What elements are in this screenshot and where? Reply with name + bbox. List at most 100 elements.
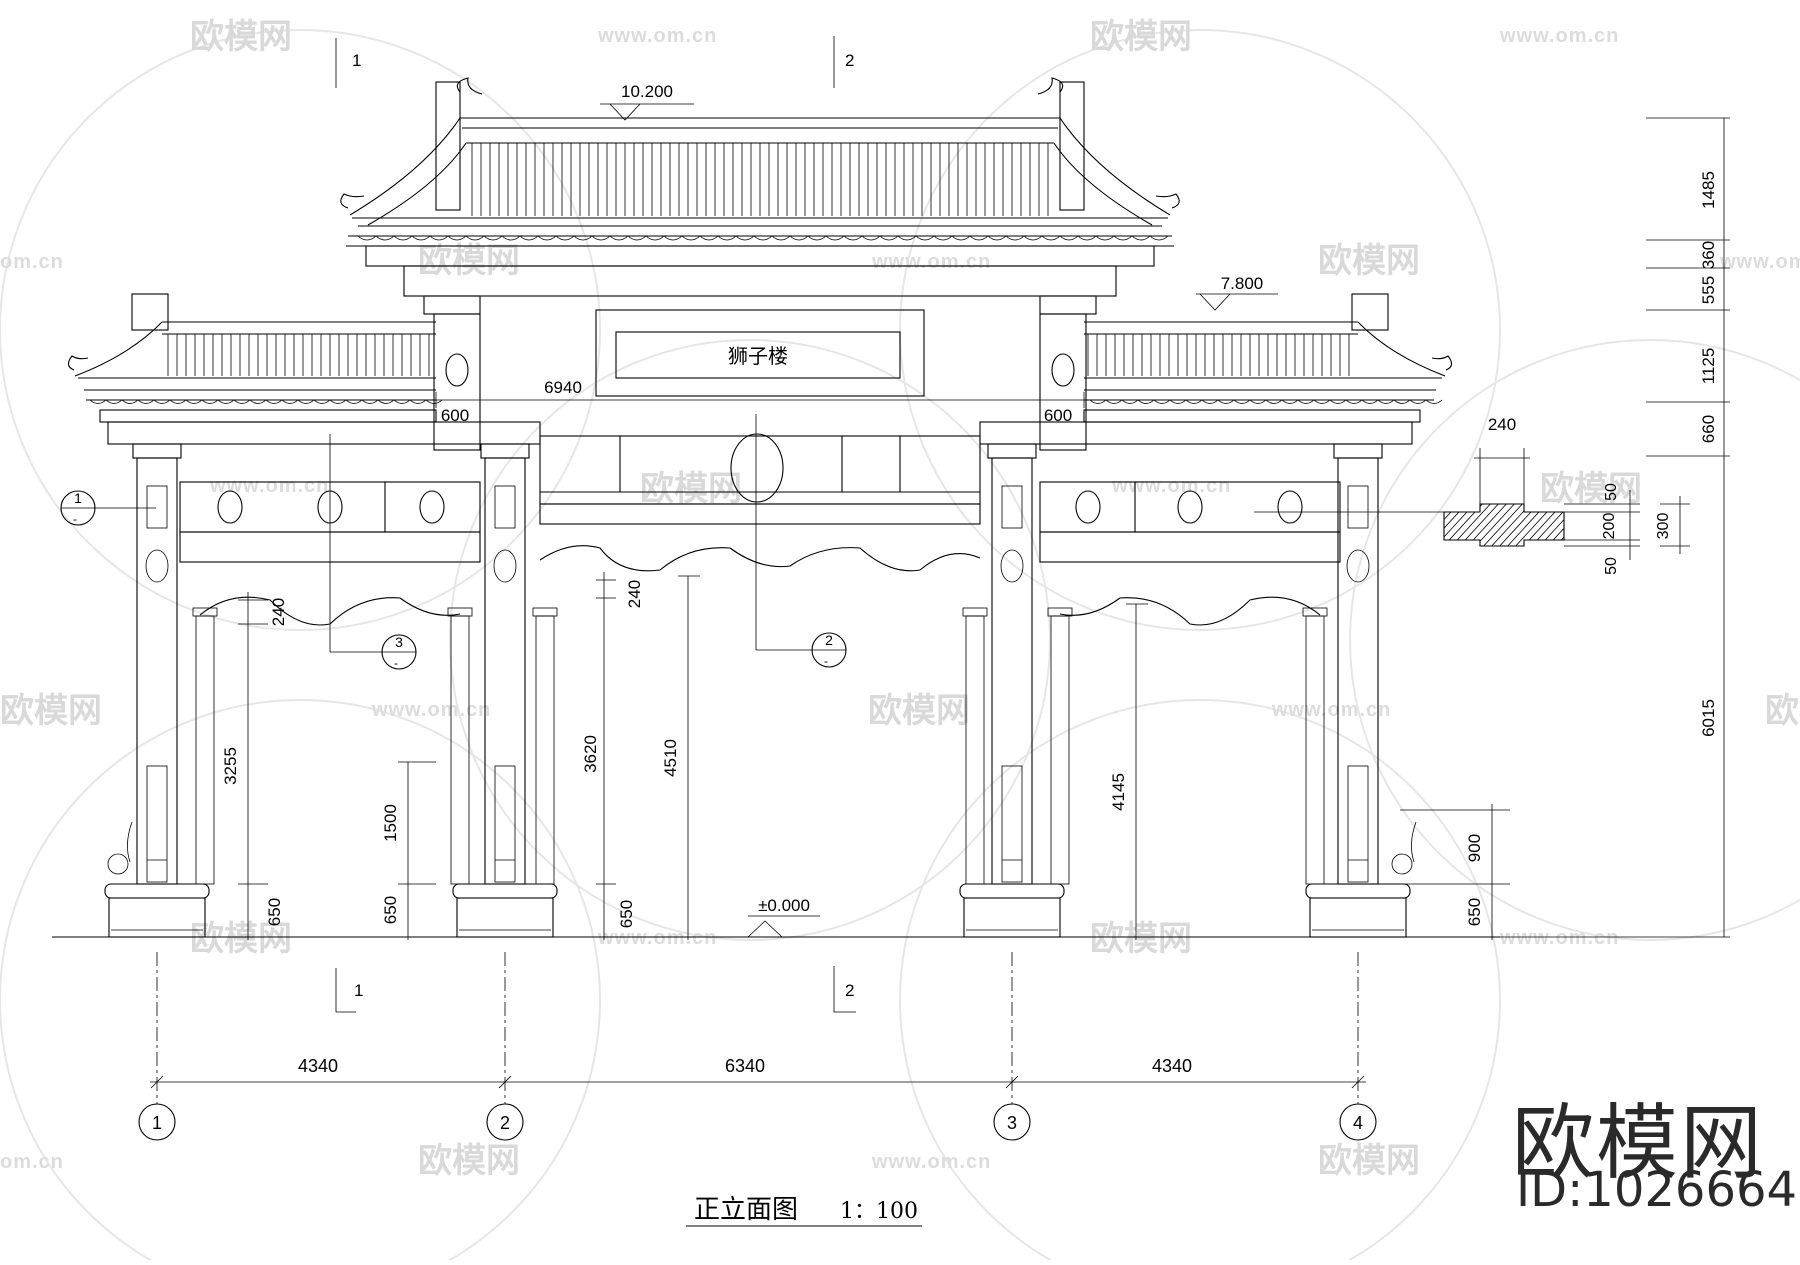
section-mark-1-bottom: 1 [354, 981, 363, 1000]
detail-300: 300 [1655, 513, 1672, 540]
plaque-text: 狮子楼 [728, 344, 788, 368]
section-callouts: 1 - 3 - 2 - [60, 414, 1444, 670]
callout-2-number: 2 [825, 632, 833, 648]
dim-1485: 1485 [1699, 171, 1718, 209]
right-dimension-chain: 1485 360 555 1125 660 6015 900 650 [1400, 117, 1730, 940]
watermark-url: www.om.cn [597, 25, 717, 47]
ornament [1391, 821, 1417, 875]
watermark-url: www.om.cn [1499, 25, 1619, 47]
dim-555: 555 [1699, 276, 1718, 304]
callout-1-sheet: - [73, 512, 77, 526]
watermark-logo: 欧模网 [1090, 18, 1192, 56]
axis-span-2: 6340 [725, 1056, 765, 1076]
watermark-layer: 欧模网 欧模网 www.om.cn www.om.cn 欧模网 欧模网 om.c… [0, 18, 1800, 1265]
dim-360: 360 [1699, 241, 1718, 269]
dim-240-left: 240 [269, 598, 288, 626]
axis-label-1: 1 [152, 1113, 162, 1133]
upper-roof [340, 77, 1180, 297]
dim-660: 660 [1699, 415, 1718, 443]
dim-4510: 4510 [661, 739, 680, 777]
column [452, 443, 558, 938]
dim-4145: 4145 [1109, 773, 1128, 811]
watermark-url: www.om.cn [1111, 475, 1231, 497]
watermark-logo: 欧模网 [1090, 920, 1192, 958]
axis-label-3: 3 [1007, 1113, 1017, 1133]
brand-logo-text: 欧模网 [1512, 1096, 1765, 1191]
callout-2-sheet: - [824, 654, 828, 668]
dim-650-right: 650 [1465, 898, 1484, 926]
upper-structure: 狮子楼 [423, 295, 1097, 572]
watermark-logo: 欧模网 [1540, 470, 1642, 508]
detail-width-label: 240 [1488, 415, 1516, 434]
watermark-logo: 欧模网 [0, 692, 102, 730]
inner-column [532, 607, 558, 885]
watermark-url: www.om.cn [871, 1151, 991, 1173]
watermark-logo: 欧模网 [1765, 692, 1800, 730]
watermark-logo: 欧模网 [190, 920, 292, 958]
dim-650-left: 650 [265, 898, 284, 926]
dim-650-mid: 650 [381, 896, 400, 924]
column [104, 443, 210, 938]
watermark-logo: 欧模网 [868, 692, 970, 730]
dim-900: 900 [1465, 834, 1484, 862]
watermark-logo: 欧模网 [418, 242, 520, 280]
upper-roof-tiles [357, 143, 1169, 241]
axis-label-4: 4 [1353, 1113, 1363, 1133]
drawing-title-block: 正立面图 1：100 [686, 1195, 922, 1227]
detail-50-bottom: 50 [1603, 557, 1620, 575]
brand-id: ID:1026664 [1516, 1162, 1798, 1218]
watermark-url: www.om.cn [871, 251, 991, 273]
inner-column [1302, 607, 1328, 885]
callout-1-number: 1 [74, 490, 82, 506]
ornament [107, 821, 133, 875]
column [959, 443, 1065, 938]
dim-6015: 6015 [1699, 699, 1718, 737]
axis-span-3: 4340 [1152, 1056, 1192, 1076]
elevation-markers: 10.200 7.800 ±0.000 [600, 82, 1278, 938]
side-roofs [67, 293, 1453, 445]
columns [104, 443, 1417, 938]
watermark-url: www.om.cn [209, 475, 329, 497]
column [1305, 443, 1411, 938]
inner-column [192, 607, 218, 885]
watermark-url: www.om.cn [1719, 251, 1800, 273]
drawing-scale: 1：100 [840, 1199, 918, 1224]
watermark-logo: 欧模网 [1318, 1142, 1420, 1180]
watermark-url: www.om.cn [371, 699, 491, 721]
dim-3620: 3620 [581, 735, 600, 773]
elevation-ground: ±0.000 [758, 896, 810, 915]
dim-600-left: 600 [441, 406, 469, 425]
watermark-logo: 欧模网 [190, 18, 292, 56]
section-mark-2-bottom: 2 [845, 981, 854, 1000]
watermark-url: www.om.cn [1499, 927, 1619, 949]
section-mark-2-top: 2 [845, 51, 854, 70]
watermark-url: www.om.cn [597, 927, 717, 949]
watermark-url: om.cn [0, 251, 64, 273]
detail-50-top: 50 [1603, 483, 1620, 501]
watermark-url: www.om.cn [1271, 699, 1391, 721]
drawing-title: 正立面图 [694, 1195, 798, 1225]
upper-dimensions: 6940 600 600 [424, 378, 1096, 425]
interior-dimensions: 240 3255 650 1500 650 240 3620 650 4510 … [221, 572, 1148, 940]
section-cut-marks: 1 2 1 2 [335, 36, 856, 1013]
watermark-url: om.cn [0, 1151, 64, 1173]
dim-3255: 3255 [221, 747, 240, 785]
callout-3-number: 3 [395, 634, 403, 650]
watermark-logo: 欧模网 [640, 470, 742, 508]
dim-650-center: 650 [617, 900, 636, 928]
side-roof-tiles [89, 334, 1443, 404]
axis-label-2: 2 [500, 1113, 510, 1133]
section-mark-1-top: 1 [352, 51, 361, 70]
axis-grid: 4340 6340 4340 1 2 3 4 [138, 952, 1377, 1141]
dim-240-center: 240 [625, 580, 644, 608]
dim-1125: 1125 [1699, 348, 1718, 385]
axis-span-1: 4340 [298, 1056, 338, 1076]
dim-6940: 6940 [544, 378, 582, 397]
detail-200: 200 [1601, 513, 1618, 540]
dim-600-right: 600 [1044, 406, 1072, 425]
watermark-logo: 欧模网 [418, 1142, 520, 1180]
inner-column [1047, 607, 1073, 885]
dim-1500: 1500 [381, 804, 400, 842]
